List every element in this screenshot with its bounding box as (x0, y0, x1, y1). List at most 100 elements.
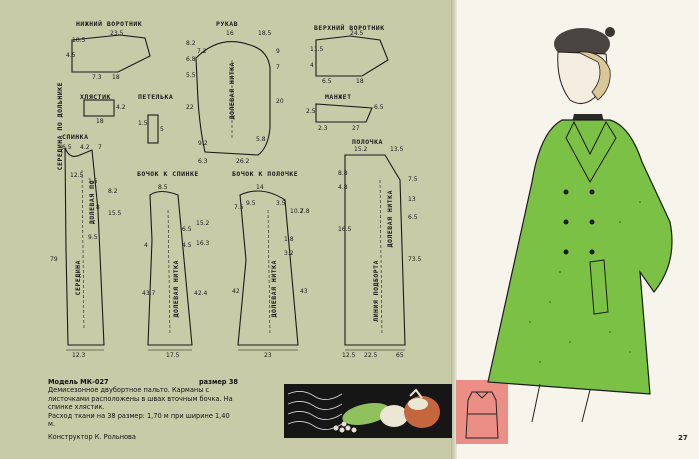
back-label: СПИНКА (62, 133, 89, 141)
page-number: 27 (678, 434, 688, 442)
dim-under-collar-bottom: 18 (112, 74, 120, 81)
dim-front-side-b: 13 (408, 196, 416, 203)
dim-front-side-c: 6.5 (408, 214, 418, 221)
sleeve-label: РУКАВ (216, 20, 239, 28)
dim-sleeve-bottom: 26.2 (236, 158, 250, 165)
dim-front-lapel-b: 4.8 (338, 184, 348, 191)
cuff-shape (315, 103, 373, 123)
dim-side-back-length-left: 43.7 (142, 290, 156, 297)
side-front-grain-label: ДОЛЕВАЯ НИТКА (270, 260, 278, 318)
dim-back-shoulder-a: 4.2 (80, 144, 90, 151)
dim-side-back-hem: 17.5 (166, 352, 180, 359)
model-caption: Модель МК-027 размер 38 Демисезонное дву… (48, 378, 238, 428)
dim-side-front-hem: 23 (264, 352, 272, 359)
dim-sleeve-left-b: 6.8 (186, 56, 196, 63)
coat-illustration (487, 27, 673, 422)
dim-under-collar-height: 4.5 (66, 52, 76, 59)
belt-shape (83, 99, 115, 117)
dim-upper-collar-height: 4 (310, 62, 314, 69)
back-center-label: СЕРЕДИНА (74, 260, 82, 296)
dim-back-upper: 12.5 (70, 172, 84, 179)
dim-front-lapel-a: 8.8 (338, 170, 348, 177)
dim-front-neck: 15.2 (354, 146, 368, 153)
dim-front-length: 73.5 (408, 256, 422, 263)
dim-side-front-length-left: 42 (232, 288, 240, 295)
dim-cuff-corner: 2.3 (318, 125, 328, 132)
back-shape (64, 147, 105, 346)
dim-back-shoulder-b: 7 (98, 144, 102, 151)
upper-collar-label: ВЕРХНИЙ ВОРОТНИК (314, 24, 385, 32)
side-to-back-label: БОЧОК К СПИНКЕ (137, 170, 199, 178)
dim-upper-collar-side: 11.5 (310, 46, 324, 53)
dim-side-back-length-right: 42.4 (194, 290, 208, 297)
dim-sleeve-left-c: 8.2 (186, 40, 196, 47)
dim-back-side-a: 8.2 (108, 188, 118, 195)
dim-side-front-right-a: 10.2 (290, 208, 304, 215)
belt-label: ХЛЯСТИК (80, 93, 111, 101)
dim-under-collar-inner: 7.3 (92, 74, 102, 81)
dim-under-collar-width: 23.5 (110, 30, 124, 37)
dim-loop-width: 1.5 (138, 120, 148, 127)
dim-back-armhole-b: 8 (96, 204, 100, 211)
dim-sleeve-top-right: 18.5 (258, 30, 272, 37)
dim-cuff-side: 2.5 (306, 108, 316, 115)
dim-front-chest: 16.5 (338, 226, 352, 233)
dim-side-back-right-d: 16.3 (196, 240, 210, 247)
side-back-shape (147, 190, 193, 346)
dim-sleeve-right-a: 9 (276, 48, 280, 55)
model-description: Демисезонное двубортное пальто. Карманы … (48, 386, 233, 412)
dim-side-front-upper: 9.5 (246, 200, 256, 207)
dim-back-armhole-a: 1.5 (88, 178, 98, 185)
dim-sleeve-bottom-left: 6.3 (198, 158, 208, 165)
dim-sleeve-right-b: 7 (276, 64, 280, 71)
dim-back-waist: 9.5 (88, 234, 98, 241)
side-back-grain-label: ДОЛЕВАЯ НИТКА (172, 260, 180, 318)
under-collar-shape (71, 34, 151, 73)
dim-sleeve-top: 16 (226, 30, 234, 37)
dim-side-back-right-a: 6.5 (182, 226, 192, 233)
dim-side-front-right-b: 7.8 (300, 208, 310, 215)
dim-sleeve-length: 22 (186, 104, 194, 111)
model-name: Модель МК-027 (48, 378, 109, 386)
fabric-consumption: Расход ткани на 38 размер: 1,70 м при ши… (48, 411, 230, 429)
front-label: ПОЛОЧКА (352, 138, 383, 146)
upper-collar-shape (315, 35, 389, 77)
coat-shape (487, 119, 673, 395)
coat-back-icon (465, 391, 499, 439)
sleeve-shape (195, 41, 271, 156)
dim-sleeve-cap: 7.2 (197, 48, 207, 55)
dim-under-collar-side: 10.5 (72, 37, 86, 44)
facing-line-label: ЛИНИЯ ПОДБОРТА (372, 260, 380, 322)
dim-upper-collar-width: 24.5 (350, 30, 364, 37)
loop-shape (147, 114, 159, 144)
front-grain-label: ДОЛЕВАЯ НИТКА (386, 190, 394, 248)
front-shape (344, 154, 406, 346)
dim-front-hem: 22.5 (364, 352, 378, 359)
dim-sleeve-right-c: 20 (276, 98, 284, 105)
pattern-drawings (64, 34, 406, 351)
dim-side-front-top: 14 (256, 184, 264, 191)
dim-sleeve-lower-left: 9.2 (198, 140, 208, 147)
dim-side-back-right-c: 15.2 (196, 220, 210, 227)
dim-cuff-length: 27 (352, 125, 360, 132)
decorative-strip (284, 384, 452, 438)
dim-front-hem-left: 12.5 (342, 352, 356, 359)
dim-upper-collar-bottom: 18 (356, 78, 364, 85)
vegetable-illustration (287, 388, 440, 433)
under-collar-label: НИЖНИЙ ВОРОТНИК (76, 20, 143, 28)
model-size: размер 38 (198, 378, 238, 386)
dim-sleeve-bottom-right: 5.8 (256, 136, 266, 143)
book-spine (451, 0, 457, 459)
coat-back-thumbnail (456, 380, 508, 444)
dim-belt-width: 4.2 (116, 104, 126, 111)
dim-back-side-b: 15.5 (108, 210, 122, 217)
dim-cuff-end: 6.5 (374, 104, 384, 111)
dim-side-front-length-right: 43 (300, 288, 308, 295)
center-fold-label: СЕРЕДИНА ПО ДОЛЬНИКЕ (56, 82, 64, 171)
dim-upper-collar-inner: 6.5 (322, 78, 332, 85)
dim-side-front-inner: 3.5 (276, 200, 286, 207)
loop-label: ПЕТЕЛЬКА (138, 93, 174, 101)
dim-belt-length: 18 (96, 118, 104, 125)
back-grain-label: ДОЛЕВАЯ ПО (88, 180, 96, 225)
dim-front-shoulder: 13.5 (390, 146, 404, 153)
